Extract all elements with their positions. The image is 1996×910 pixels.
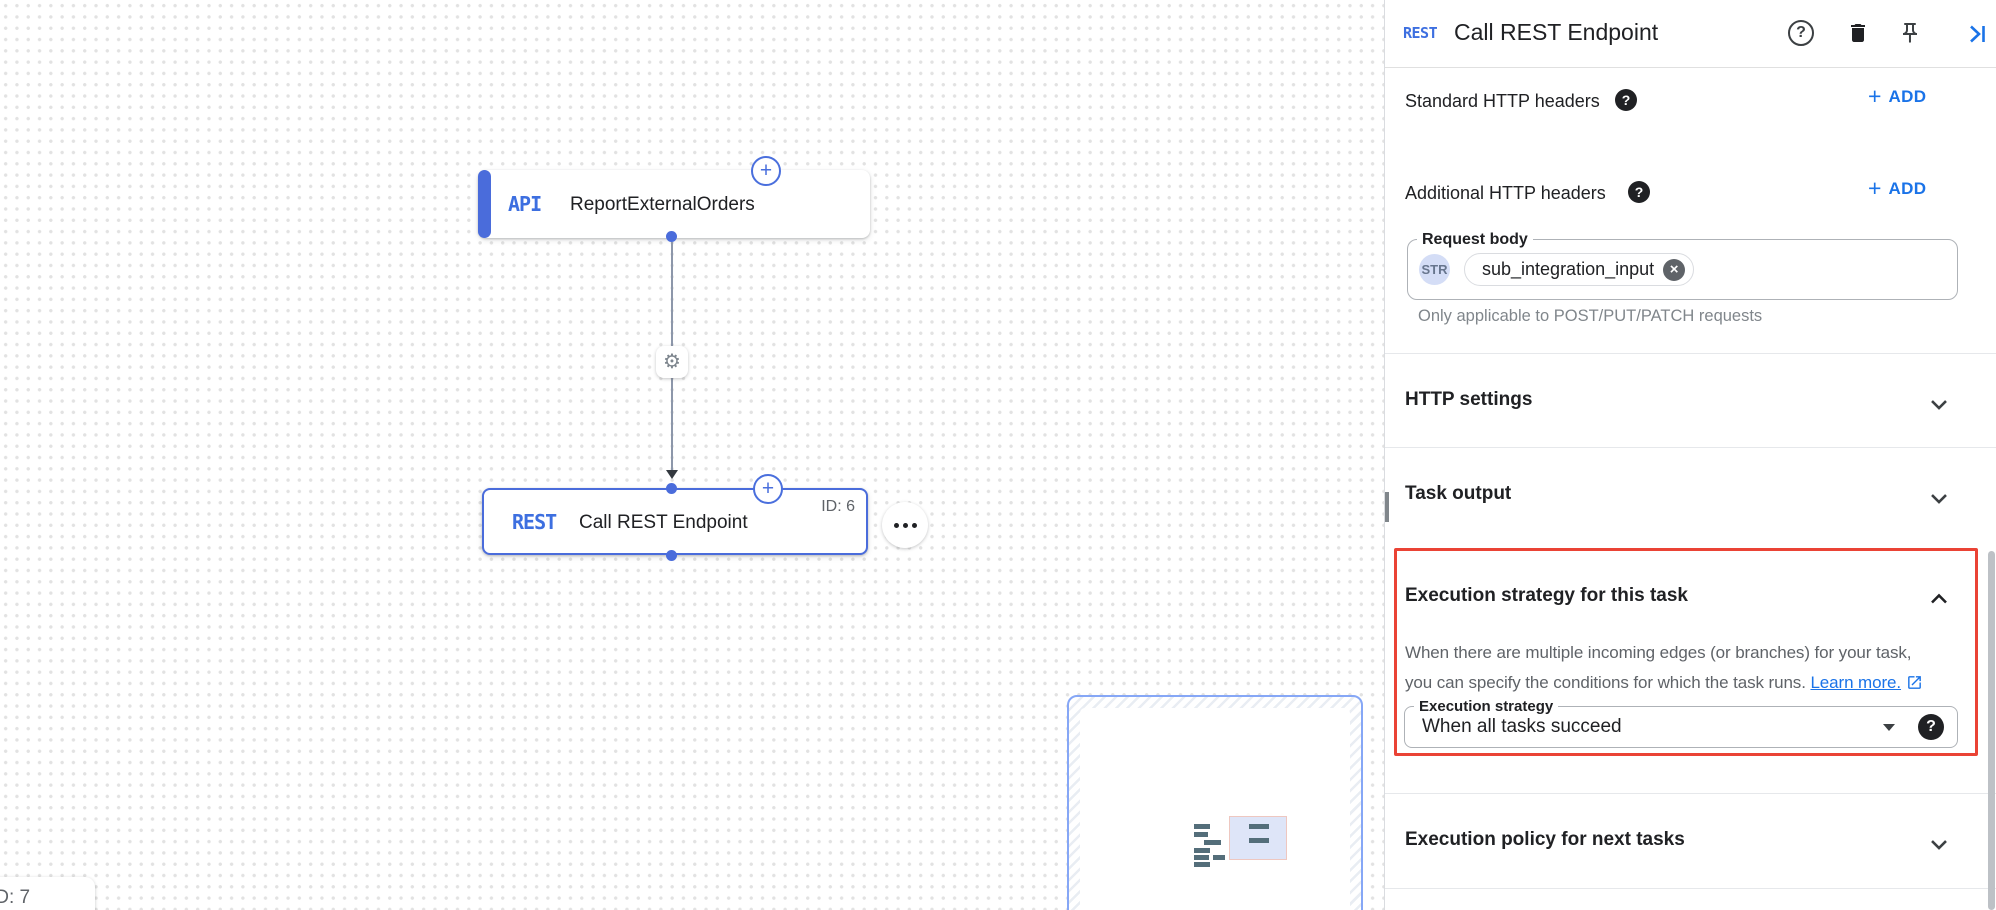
divider [1385,353,1996,354]
panel-scrollbar[interactable] [1988,551,1995,910]
plus-icon: + [1868,83,1882,109]
pin-panel-button[interactable] [1898,21,1924,47]
output-port[interactable] [666,231,677,242]
chevron-up-icon [1931,593,1947,604]
chevron-down-icon [1931,400,1947,410]
request-body-hint: Only applicable to POST/PUT/PATCH reques… [1418,307,1763,325]
task-node-report-external-orders[interactable]: API ReportExternalOrders [478,170,870,238]
chevron-down-icon [1931,840,1947,850]
help-icon[interactable]: ? [1918,714,1944,740]
divider [1385,447,1996,448]
panel-title: Call REST Endpoint [1454,19,1659,45]
task-config-panel: REST Call REST Endpoint ? Standard HTTP … [1384,0,1996,910]
add-additional-header-button[interactable]: + ADD [1868,175,1927,201]
additional-http-headers-label: Additional HTTP headers [1405,183,1606,203]
execution-strategy-section[interactable]: Execution strategy for this task [1385,572,1996,620]
help-icon[interactable]: ? [1615,89,1637,111]
edge-gear-icon[interactable]: ⚙ [656,346,688,378]
task-node-call-rest-endpoint[interactable]: REST Call REST Endpoint ID: 6 [482,488,868,555]
divider [1385,888,1996,889]
collapse-right-icon [1970,25,1985,43]
task-node-partial[interactable]: ID: 7 [0,877,95,910]
divider [1385,67,1996,68]
execution-policy-section[interactable]: Execution policy for next tasks [1385,806,1996,876]
scroll-indicator [1385,492,1389,522]
sub-integration-dropzone [1067,695,1363,910]
rest-task-icon: REST [512,510,557,534]
ellipsis-icon [893,522,899,528]
selected-strategy-value: When all tasks succeed [1422,716,1622,737]
node-title: Call REST Endpoint [579,512,748,533]
input-port[interactable] [666,483,677,494]
delete-task-button[interactable] [1846,21,1872,47]
dropdown-caret-icon [1883,724,1895,731]
rest-task-icon: REST [1403,24,1438,42]
divider [1385,793,1996,794]
sub-integration-preview-icon [1187,814,1292,874]
help-button[interactable]: ? [1788,20,1814,46]
execution-strategy-select[interactable]: Execution strategy When all tasks succee… [1404,698,1958,748]
execution-strategy-label: Execution strategy [1414,698,1559,715]
add-standard-header-button[interactable]: + ADD [1868,83,1927,109]
api-task-icon: API [508,192,542,216]
request-body-label: Request body [1417,231,1533,249]
add-edge-button[interactable]: + [751,156,781,186]
http-settings-section[interactable]: HTTP settings [1385,366,1996,436]
string-type-chip: STR [1419,254,1450,285]
collapse-panel-button[interactable] [1965,22,1991,48]
workflow-canvas[interactable]: API ReportExternalOrders + ⚙ REST Call R… [0,0,1385,910]
output-port[interactable] [666,550,677,561]
pin-icon [1903,23,1917,43]
node-accent-bar [478,170,491,238]
help-icon[interactable]: ? [1628,181,1650,203]
add-edge-button[interactable]: + [753,474,783,504]
external-link-icon [1908,676,1921,689]
variable-chip[interactable]: sub_integration_input × [1464,253,1695,286]
plus-icon: + [1868,175,1882,201]
request-body-field[interactable]: Request body STR sub_integration_input × [1407,231,1958,300]
task-output-section[interactable]: Task output [1385,460,1996,530]
trash-icon [1851,24,1865,42]
edge-arrowhead [666,470,678,479]
node-more-options-button[interactable] [882,502,928,548]
standard-http-headers-label: Standard HTTP headers [1405,91,1600,111]
chevron-down-icon [1931,494,1947,504]
node-id-badge: ID: 6 [821,498,855,515]
execution-strategy-description: When there are multiple incoming edges (… [1405,638,1923,698]
remove-variable-icon[interactable]: × [1663,258,1686,281]
learn-more-link[interactable]: Learn more. [1810,673,1902,692]
node-id-badge: ID: 7 [0,887,31,908]
node-title: ReportExternalOrders [570,194,755,215]
